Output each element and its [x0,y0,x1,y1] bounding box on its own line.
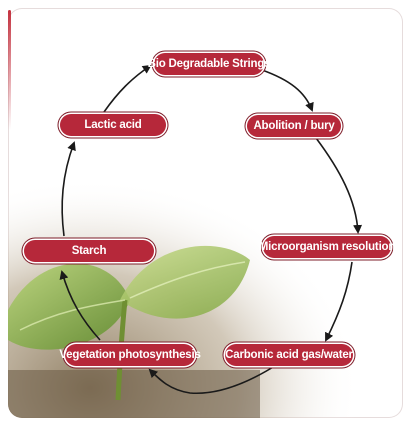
node-vegetation-photosynthesis: Vegetation photosynthesis [59,344,201,366]
leaf-left [8,263,130,350]
arrow-vegetation-to-starch [59,270,101,341]
node-starch: Starch [24,240,154,262]
frame-accent [8,10,11,130]
node-lactic-acid: Lactic acid [60,114,166,136]
arrow-microorganism-to-carbonic [325,261,353,342]
node-microorganism-resolution: Microorganism resolution [259,236,395,258]
node-carbonic-acid-gas-water: Carbonic acid gas/water [225,344,353,366]
node-bio-degradable-strings: Bio Degradable Strings [148,53,271,75]
node-abolition-bury: Abolition / bury [247,115,341,137]
arrow-bio-to-abolition [261,69,314,112]
arrow-starch-to-lactic [61,141,76,237]
arrow-abolition-to-microorganism [315,137,363,234]
arrow-lactic-to-bio [103,64,152,113]
leaf-right [120,245,250,319]
arrow-carbonic-to-vegetation [148,363,279,395]
